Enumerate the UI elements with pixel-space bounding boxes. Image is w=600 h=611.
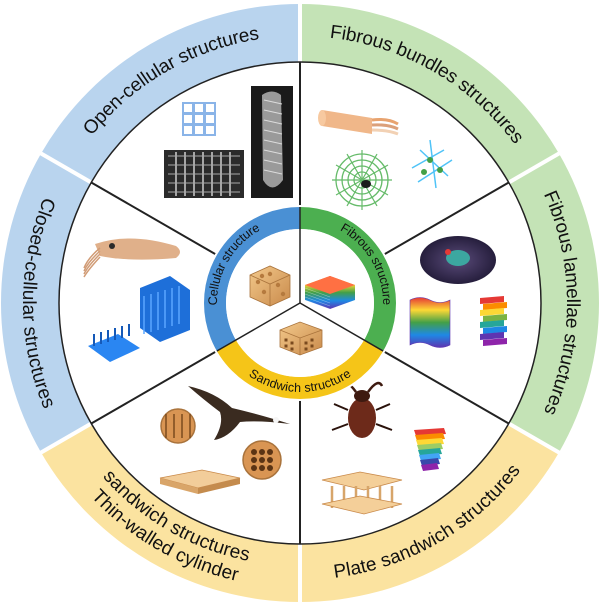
fibrous-bundles-band: [300, 4, 559, 183]
fibrous-lamellae-band: [508, 153, 599, 453]
band-gap: [507, 150, 562, 185]
segment-divider: [90, 181, 217, 256]
rainbow-laminate-icon: [304, 276, 355, 310]
helicoid-block-wavy-image: [409, 297, 451, 348]
fiber-cable-image: [318, 110, 399, 136]
sponge-skeleton-micrograph-image: [251, 86, 293, 198]
lattice-sem-micrograph-image: [164, 150, 244, 198]
spider-web-image: [332, 150, 392, 210]
sandwich-hub-arc: [215, 340, 385, 400]
open-cellular-band: [41, 4, 300, 183]
segment-divider: [383, 350, 510, 425]
fiber-network-image: [411, 139, 453, 189]
segment-divider: [383, 181, 510, 256]
hub-divider: [215, 302, 301, 353]
stag-beetle-image: [331, 381, 393, 438]
honeycomb-panel-image: [159, 469, 241, 494]
eagle-image: [188, 386, 290, 440]
blue-fin-block-image: [88, 324, 140, 362]
blue-grid-block-image: [140, 276, 190, 342]
hub-divider: [299, 302, 385, 353]
twisted-plywood-image: [414, 428, 446, 471]
plate-pillar-sandwich-image: [321, 471, 403, 515]
band-gap: [507, 421, 562, 456]
helicoid-block-twisted-image: [480, 296, 507, 346]
cylinder-cross-section-image: [160, 408, 282, 480]
sandwich-block-icon: [279, 321, 323, 356]
closed-cellular-band: [0, 153, 92, 453]
segment-divider: [90, 350, 217, 425]
lattice-model-image: [182, 102, 216, 136]
plate-sandwich-band: [300, 423, 559, 602]
porous-cube-icon: [249, 265, 291, 307]
hub-outline: [202, 205, 398, 401]
fibrous-hub-arc: [300, 206, 397, 352]
cuttlefish-image: [83, 238, 180, 278]
band-gap: [38, 421, 93, 456]
band-gap: [38, 150, 93, 185]
cellular-hub-arc: [203, 206, 300, 352]
thin-walled-cylinder-band: [41, 423, 300, 602]
mantis-shrimp-image: [420, 236, 496, 284]
